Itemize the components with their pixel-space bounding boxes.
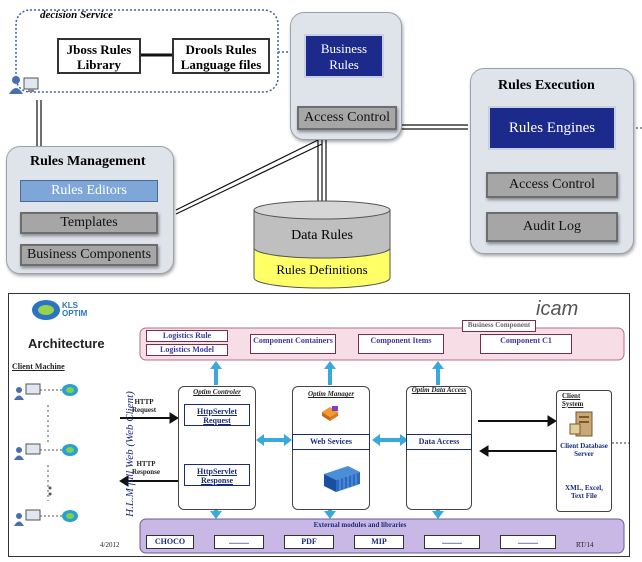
drools-rules-language-files: Drools Rules Language files xyxy=(172,38,270,74)
user-computer-icon xyxy=(6,74,42,98)
rules-editors-box: Rules Editors xyxy=(20,180,158,202)
kls-optim-text: KLS OPTIM xyxy=(62,301,88,318)
top-connectors xyxy=(15,9,642,215)
http-servlet-response-box: HttpServlet Response xyxy=(184,464,250,486)
http-servlet-request-box: HttpServlet Request xyxy=(184,404,250,426)
xml-excel-text-label: XML, Excel, Text File xyxy=(565,484,603,500)
rules-engines-box: Rules Engines xyxy=(488,106,616,150)
ext-item-blank-3: .......... xyxy=(500,535,556,549)
ext-item-mip: MIP xyxy=(354,535,404,549)
client-machine-label: Client Machine xyxy=(12,362,65,371)
component-c1-box: Component C1 xyxy=(480,334,572,354)
client-computer-1 xyxy=(12,380,82,404)
logistics-model-box: Logistics Model xyxy=(146,344,228,356)
containers-icon xyxy=(322,462,362,494)
ext-item-blank-2: .......... xyxy=(424,535,480,549)
templates-box: Templates xyxy=(20,212,158,234)
optim-data-access-title: Optim Data Access xyxy=(411,386,467,394)
business-rules-access-control: Access Control xyxy=(297,106,397,130)
icam-logo: icam xyxy=(536,298,579,320)
jboss-rules-library: Jboss Rules Library xyxy=(57,38,141,74)
component-items-box: Component Items xyxy=(358,334,444,354)
external-modules-label: External modules and libraries xyxy=(313,521,407,529)
business-components-box: Business Components xyxy=(20,244,158,266)
rules-management-title: Rules Management xyxy=(30,154,146,169)
client-system-column xyxy=(556,390,612,512)
optim-controler-title: Optim Controler xyxy=(193,388,241,396)
http-request-label: HTTP Request xyxy=(131,398,157,414)
hlm-full-web-label: H.L.M full Web (Web Client) xyxy=(124,391,136,517)
client-computer-2 xyxy=(12,440,82,464)
data-rules-label: Data Rules xyxy=(291,228,353,243)
rules-definitions-label: Rules Definitions xyxy=(276,262,368,277)
ext-item-pdf: PDF xyxy=(284,535,334,549)
business-rules-box: Business Rules xyxy=(304,34,384,78)
kls-optim-logo xyxy=(30,296,122,322)
logistics-rule-box: Logistics Rule xyxy=(146,330,228,342)
ext-item-choco: CHOCO xyxy=(146,535,194,549)
footer-year: 4/2012 xyxy=(100,541,120,549)
http-response-label: HTTP Response xyxy=(131,460,160,476)
decision-service-title: decision Service xyxy=(40,9,114,21)
optim-manager-title: Optim Manager xyxy=(307,390,355,398)
ext-item-blank-1: .......... xyxy=(214,535,264,549)
cube-icon xyxy=(320,404,342,422)
rules-execution-access-control: Access Control xyxy=(486,172,618,198)
client-system-title: Client System xyxy=(562,392,584,408)
client-database-server-label: Client Database Server xyxy=(560,442,608,458)
data-rules-cylinder xyxy=(253,200,391,289)
data-access-box: Data Access xyxy=(406,434,472,450)
database-server-icon xyxy=(568,410,598,438)
architecture-heading: Architecture xyxy=(28,336,105,351)
web-services-box: Web Sevices xyxy=(292,434,370,450)
footer-right: RT/14 xyxy=(576,541,594,549)
component-containers-box: Component Containers xyxy=(250,334,336,354)
client-computer-3 xyxy=(12,506,82,530)
audit-log-box: Audit Log xyxy=(486,212,618,242)
business-component-label: Business Component xyxy=(462,320,536,332)
rules-execution-title: Rules Execution xyxy=(498,78,595,93)
